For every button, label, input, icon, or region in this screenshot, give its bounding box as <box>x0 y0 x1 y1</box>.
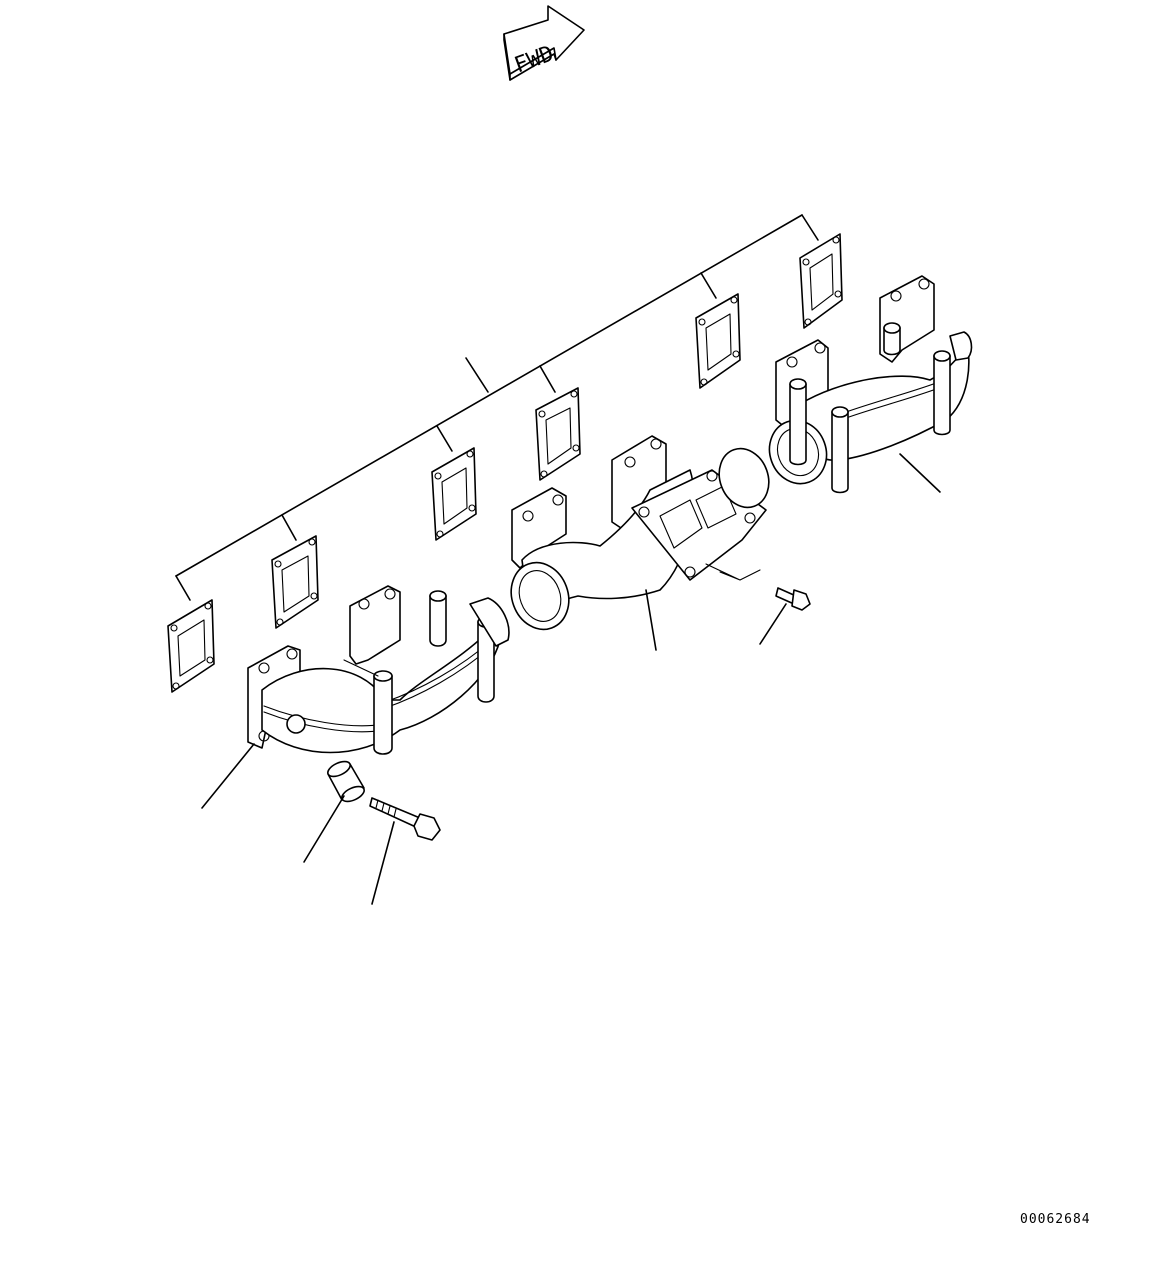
gasket-3 <box>431 447 477 541</box>
front-exhaust-manifold <box>768 275 973 494</box>
part-long-bolt <box>369 797 441 841</box>
center-exhaust-manifold <box>510 435 770 631</box>
fwd-arrow-icon: FWD <box>503 5 585 81</box>
drawing-number: 00062684 <box>1020 1212 1091 1227</box>
part-short-bolt <box>775 587 811 611</box>
part-sleeve <box>327 760 365 803</box>
gasket-bracket-line <box>175 214 819 601</box>
gasket-4 <box>535 387 581 481</box>
gasket-1 <box>167 599 215 693</box>
rear-exhaust-manifold <box>247 585 510 755</box>
leader-lines <box>201 453 941 905</box>
gasket-5 <box>695 293 741 389</box>
gasket-6 <box>799 233 843 329</box>
gasket-2 <box>271 535 319 629</box>
